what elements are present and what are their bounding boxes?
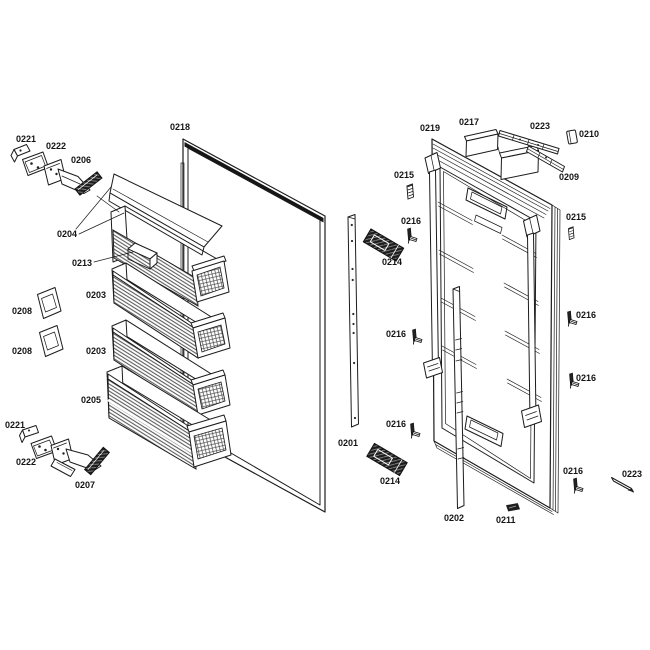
pin-0215-right — [567, 226, 575, 240]
cover-0214-top — [362, 228, 405, 262]
trim-strip-0223-top — [498, 130, 560, 155]
bottom-handle-recess — [464, 415, 504, 447]
cap-0210 — [566, 129, 578, 145]
door-bin-0203-b — [111, 319, 231, 416]
plate-0222-top — [22, 151, 49, 176]
clip-0216-left-top — [407, 227, 418, 244]
clip-0216-right-bottom — [573, 477, 584, 494]
frame-0208-a — [37, 287, 62, 319]
insert-bin-0213 — [127, 242, 158, 270]
clip-0216-left-bottom — [410, 422, 421, 439]
top-handle-recess — [465, 187, 508, 234]
rail-0201 — [347, 214, 359, 428]
clip-0216-left-mid — [412, 328, 423, 345]
needle-0223-bottom — [611, 477, 634, 493]
trim-strip-0209 — [526, 145, 565, 173]
pin-0215-left — [406, 183, 415, 200]
door-bin-0203-a — [111, 262, 231, 359]
door-rail-left — [423, 152, 443, 379]
plate-0222-bottom — [30, 435, 58, 459]
cover-0214-bottom — [366, 442, 408, 477]
frame-0208-b — [39, 325, 64, 357]
hinge-0206 — [43, 159, 120, 213]
leader-lines — [75, 186, 134, 263]
clip-0216-right-mid — [569, 372, 580, 389]
door-bin-0205 — [106, 365, 232, 470]
part-0211 — [506, 503, 520, 512]
hinge-0207 — [50, 438, 111, 477]
clip-0216-right-top — [567, 310, 578, 327]
freezer-door-0219 — [423, 138, 561, 515]
door-rail-right — [521, 214, 542, 428]
cover-bar-0217 — [464, 129, 539, 180]
rail-0202 — [452, 286, 465, 509]
bracket-0221-top — [10, 144, 31, 163]
bracket-0221-bottom — [19, 425, 39, 443]
